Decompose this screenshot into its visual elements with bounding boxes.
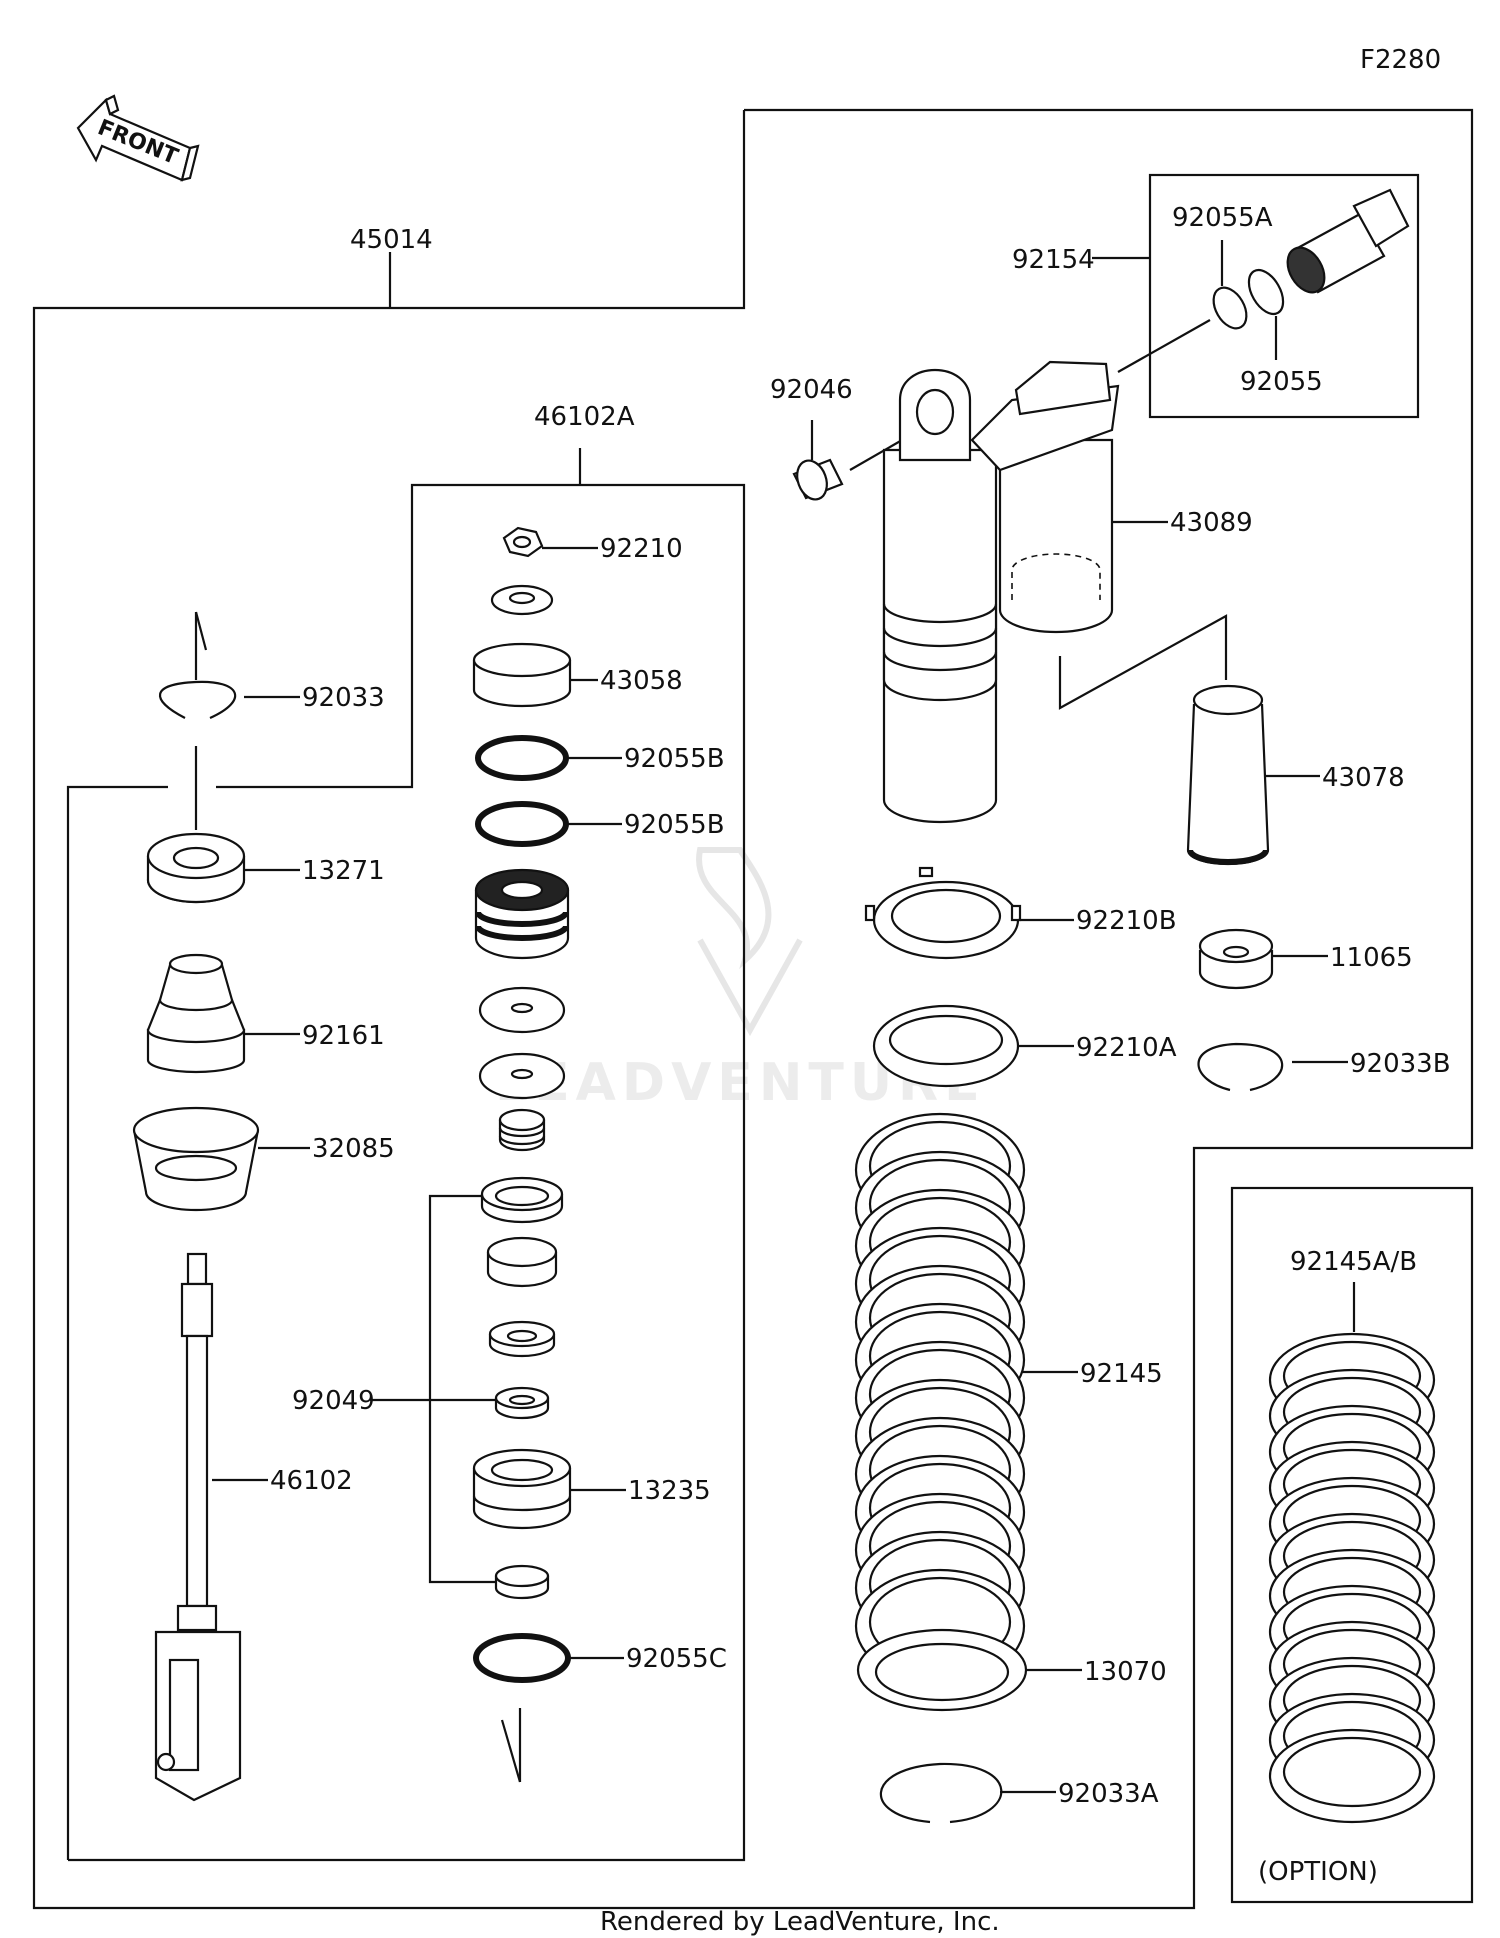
part-92161 [146, 953, 300, 1074]
part-92055C [473, 1633, 624, 1683]
part-92033B [1197, 1042, 1348, 1092]
option-label: (OPTION) [1258, 1857, 1378, 1887]
label-32085: 32085 [312, 1134, 395, 1164]
part-11065 [1198, 928, 1328, 990]
part-92145AB [1268, 1332, 1436, 1824]
label-92210: 92210 [600, 534, 683, 564]
front-arrow-icon: FRONT [76, 94, 200, 182]
valve-box [1148, 173, 1420, 419]
part-shim-2 [478, 1052, 566, 1100]
part-46102 [154, 1252, 268, 1802]
label-92033A: 92033A [1058, 1779, 1159, 1809]
part-92033A [879, 1762, 1056, 1824]
label-92055C: 92055C [626, 1644, 727, 1674]
label-92046: 92046 [770, 375, 853, 405]
part-92210A [872, 1004, 1074, 1088]
label-92154: 92154 [1012, 245, 1095, 275]
part-92046 [792, 420, 917, 501]
spring-coil-inner [1282, 1736, 1422, 1808]
part-valve-3 [488, 1320, 556, 1358]
part-13271 [146, 832, 300, 904]
part-32085 [132, 1106, 310, 1212]
label-92055B-1: 92055B [624, 744, 725, 774]
part-valve-1 [480, 1176, 564, 1224]
part-shim-1 [478, 986, 566, 1034]
diagram-code: F2280 [1360, 45, 1441, 75]
label-92055: 92055 [1240, 367, 1323, 397]
label-46102: 46102 [270, 1466, 353, 1496]
label-92055A: 92055A [1172, 203, 1273, 233]
part-92055A [1212, 286, 1248, 330]
part-92049 [494, 1386, 550, 1420]
subassembly-outline [66, 785, 168, 1860]
part-92033 [158, 611, 300, 830]
assembly-outline [32, 108, 1474, 1910]
part-92210 [502, 526, 598, 558]
part-92210B [864, 866, 1074, 960]
label-13271: 13271 [302, 856, 385, 886]
part-92145 [854, 1112, 1026, 1684]
label-11065: 11065 [1330, 943, 1413, 973]
part-valve-2 [486, 1236, 558, 1288]
part-shock-body [882, 369, 998, 824]
label-92055B-2: 92055B [624, 810, 725, 840]
part-43078 [1186, 684, 1320, 866]
label-92161: 92161 [302, 1021, 385, 1051]
label-92049: 92049 [292, 1386, 375, 1416]
part-washer-top [490, 584, 554, 616]
part-92055 [1247, 268, 1285, 316]
label-92033: 92033 [302, 683, 385, 713]
label-92145: 92145 [1080, 1359, 1163, 1389]
label-92210B: 92210B [1076, 906, 1177, 936]
option-box [1230, 1186, 1474, 1904]
label-92145AB: 92145A/B [1290, 1247, 1417, 1277]
part-43058 [472, 642, 598, 708]
part-92055B-2 [475, 801, 622, 847]
part-43089 [970, 360, 1168, 634]
label-43089: 43089 [1170, 508, 1253, 538]
label-43058: 43058 [600, 666, 683, 696]
footer-text: Rendered by LeadVenture, Inc. [600, 1907, 1000, 1937]
label-13235: 13235 [628, 1476, 711, 1506]
part-small-spring [498, 1108, 546, 1152]
label-92210A: 92210A [1076, 1033, 1177, 1063]
part-92055B-1 [475, 735, 622, 781]
label-92033B: 92033B [1350, 1049, 1451, 1079]
part-13235 [472, 1448, 626, 1530]
label-45014: 45014 [350, 225, 433, 255]
part-seal-head [474, 868, 570, 960]
part-piston-nut [494, 1564, 550, 1600]
part-92154-valve [1286, 188, 1410, 294]
label-43078: 43078 [1322, 763, 1405, 793]
spring-coil [1268, 1728, 1436, 1824]
label-13070: 13070 [1084, 1657, 1167, 1687]
part-13070 [856, 1628, 1082, 1712]
label-46102A: 46102A [534, 402, 635, 432]
